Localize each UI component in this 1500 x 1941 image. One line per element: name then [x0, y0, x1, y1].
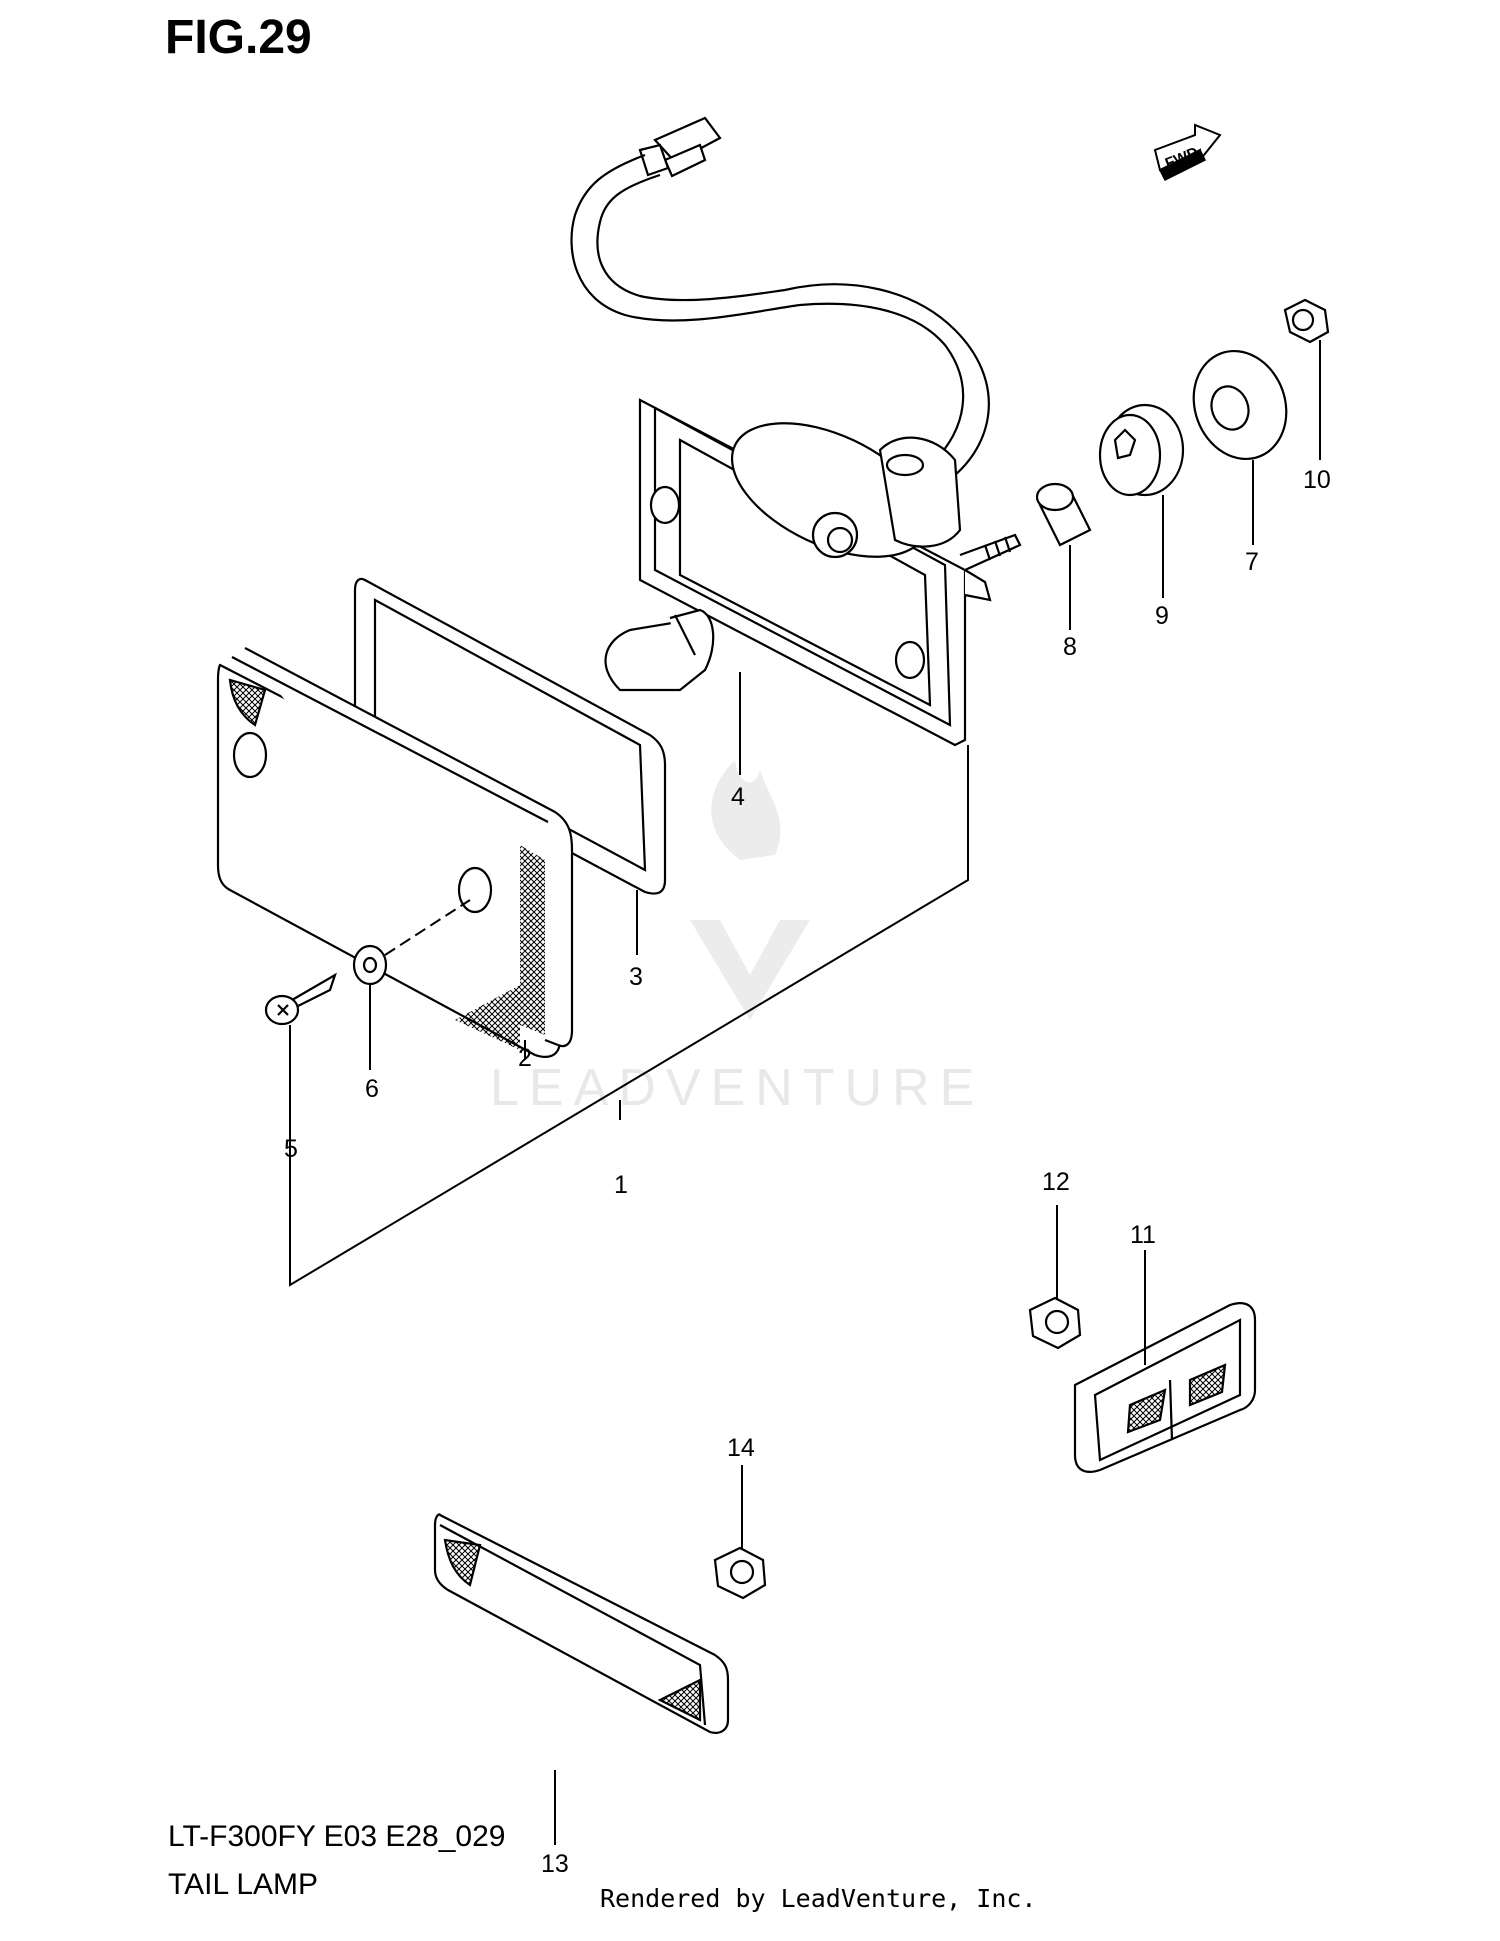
- callout-10: 10: [1303, 466, 1331, 494]
- callout-12: 12: [1042, 1168, 1070, 1196]
- grommet: [1098, 403, 1185, 497]
- callout-8: 8: [1063, 633, 1077, 661]
- figure-title: FIG.29: [165, 11, 312, 64]
- callout-13: 13: [541, 1850, 569, 1878]
- diagram-code: LT-F300FY E03 E28_029: [168, 1820, 506, 1853]
- bulb: [604, 608, 715, 692]
- leader-lines: [289, 340, 1321, 1845]
- rear-reflector: [433, 1513, 730, 1734]
- watermark-text: LEADVENTURE: [490, 1059, 984, 1117]
- flat-washer: [1192, 349, 1288, 461]
- flange-nut-upper: [1028, 1296, 1082, 1350]
- watermark: LEADVENTURE: [490, 760, 984, 1117]
- diagram-caption: TAIL LAMP: [168, 1868, 319, 1901]
- forward-direction-badge: FWD: [1153, 123, 1222, 182]
- lamp-housing: [638, 398, 1022, 747]
- callout-2: 2: [518, 1044, 532, 1072]
- gasket: [353, 577, 667, 895]
- callout-9: 9: [1155, 602, 1169, 630]
- render-credit: Rendered by LeadVenture, Inc.: [600, 1884, 1037, 1913]
- collar: [1035, 482, 1092, 547]
- callout-1: 1: [614, 1171, 628, 1199]
- callout-14: 14: [727, 1434, 755, 1462]
- screw: [264, 972, 337, 1026]
- callout-6: 6: [365, 1075, 379, 1103]
- washer-small: [352, 944, 388, 986]
- callout-labels: 1 2 3 4 5 6 7 8 9 10 11 12 13 14: [284, 466, 1331, 1878]
- lens: [216, 647, 574, 1058]
- callout-5: 5: [284, 1135, 298, 1163]
- callout-11: 11: [1130, 1221, 1156, 1249]
- callout-7: 7: [1245, 548, 1259, 576]
- side-reflector: [1073, 1302, 1257, 1473]
- hex-nut: [1283, 298, 1330, 344]
- wire-harness: [570, 116, 990, 476]
- callout-3: 3: [629, 963, 643, 991]
- callout-4: 4: [731, 783, 745, 811]
- flange-nut-lower: [713, 1546, 767, 1600]
